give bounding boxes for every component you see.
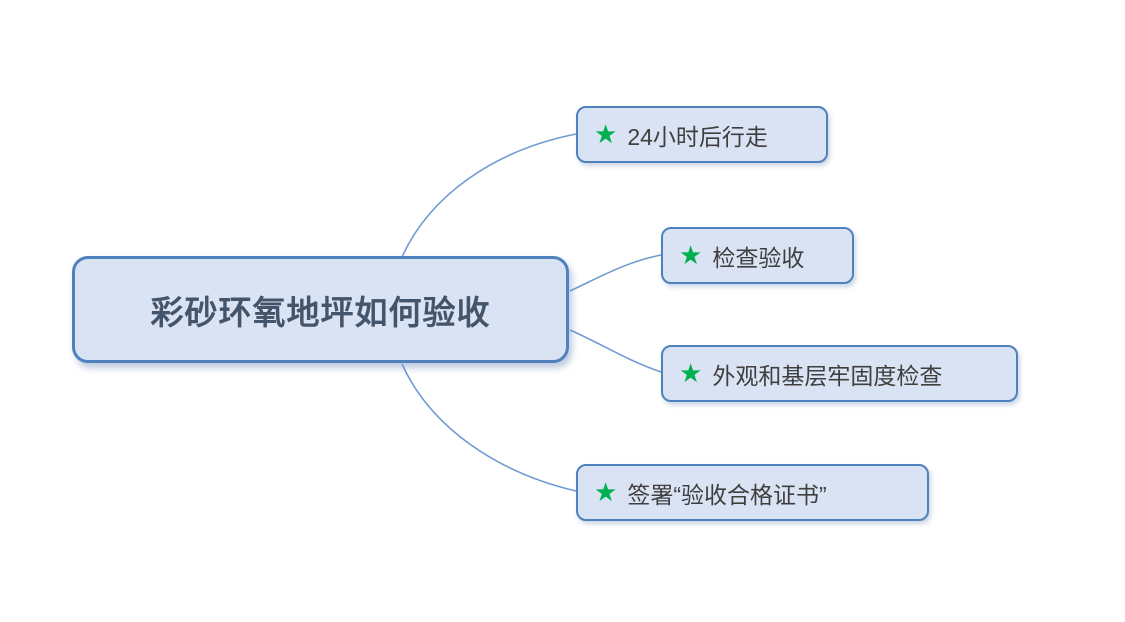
star-icon: ★ bbox=[679, 239, 703, 270]
subtopic-label: 签署“验收合格证书” bbox=[627, 481, 827, 508]
subtopic-label: 24小时后行走 bbox=[627, 123, 768, 150]
connector-line-1 bbox=[401, 133, 577, 258]
star-icon: ★ bbox=[679, 357, 703, 388]
subtopic-node-appearance-base-check[interactable]: ★ 外观和基层牢固度检查 bbox=[661, 345, 1018, 402]
subtopic-node-walk-after-24h[interactable]: ★ 24小时后行走 bbox=[576, 106, 828, 163]
central-topic-node[interactable]: 彩砂环氧地坪如何验收 bbox=[72, 256, 569, 363]
subtopic-label: 检查验收 bbox=[712, 244, 805, 271]
subtopic-label: 外观和基层牢固度检查 bbox=[712, 362, 943, 389]
subtopic-node-sign-certificate[interactable]: ★ 签署“验收合格证书” bbox=[576, 464, 929, 521]
connector-line-2 bbox=[569, 254, 662, 292]
star-icon: ★ bbox=[594, 476, 618, 507]
star-icon: ★ bbox=[594, 118, 618, 149]
subtopic-node-inspection-acceptance[interactable]: ★ 检查验收 bbox=[661, 227, 854, 284]
connector-line-4 bbox=[401, 363, 577, 492]
central-topic-label: 彩砂环氧地坪如何验收 bbox=[150, 293, 491, 331]
connector-line-3 bbox=[569, 329, 662, 373]
